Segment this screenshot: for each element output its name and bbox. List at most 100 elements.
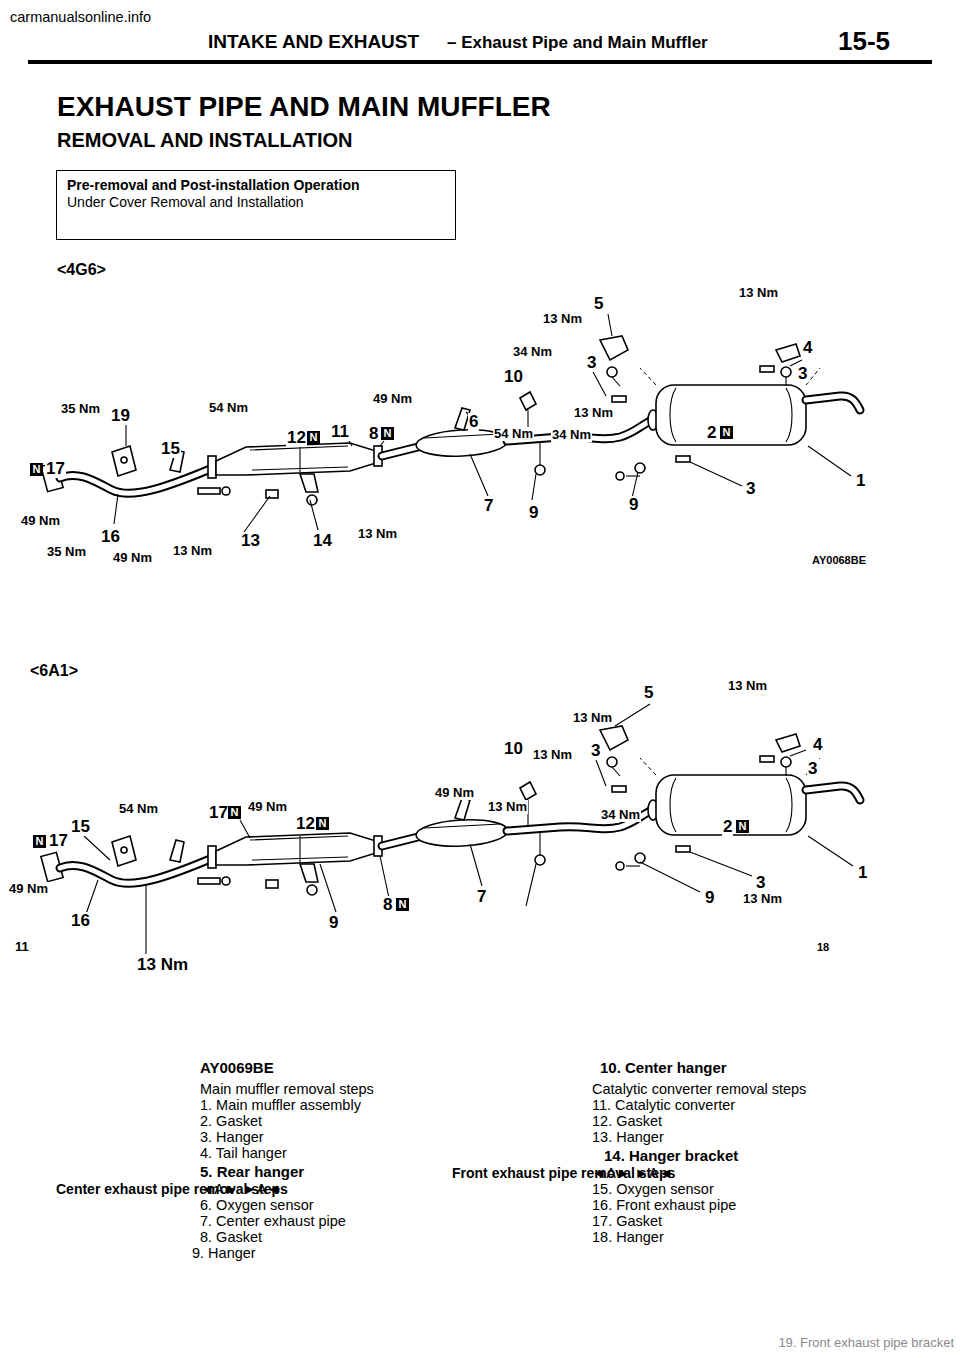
list-item: 18. Hanger xyxy=(592,1230,664,1245)
callout-number: 9 xyxy=(528,504,539,522)
callout-number: 5 xyxy=(643,684,654,702)
list-item: 12. Gasket xyxy=(592,1114,662,1129)
torque-value: 13 Nm xyxy=(727,679,768,693)
callout-number: 2 xyxy=(722,818,733,836)
torque-value: 13 Nm xyxy=(532,748,573,762)
callout-number: 7 xyxy=(483,497,494,515)
torque-value: 49 Nm xyxy=(247,800,288,814)
subheading: REMOVAL AND INSTALLATION xyxy=(57,130,353,151)
torque-value: 49 Nm xyxy=(112,551,153,565)
callout-number: 7 xyxy=(476,888,487,906)
torque-value: 13 Nm xyxy=(742,892,783,906)
callout-number: 15 xyxy=(160,440,181,458)
callout-number: 5 xyxy=(593,295,604,313)
torque-value: 34 Nm xyxy=(512,345,553,359)
list-heading: 5. Rear hanger xyxy=(200,1164,304,1180)
list-heading: 14. Hanger bracket xyxy=(604,1148,738,1164)
list-item: 9. Hanger xyxy=(192,1246,256,1261)
note-box: Pre-removal and Post-installation Operat… xyxy=(56,170,456,240)
list-item: carmanualsonline.info xyxy=(10,10,151,25)
new-part-mark: N xyxy=(316,817,329,830)
list-item: Catalytic converter removal steps xyxy=(592,1082,806,1097)
callout-number: 4 xyxy=(812,736,823,754)
callout-number: 8 xyxy=(382,896,393,914)
callout-number: 15 xyxy=(70,818,91,836)
callout-number: 17 xyxy=(208,804,229,822)
list-item: 2. Gasket xyxy=(200,1114,262,1129)
callout-number: 2 xyxy=(706,424,717,442)
callout-number: 6 xyxy=(468,413,479,431)
new-part-mark: N xyxy=(381,427,394,440)
callout-number: 19 xyxy=(110,407,131,425)
engine-variant: <6A1> xyxy=(30,663,78,680)
torque-value: 54 Nm xyxy=(493,427,534,441)
list-item: 3. Hanger xyxy=(200,1130,264,1145)
section-subheader: – Exhaust Pipe and Main Muffler xyxy=(447,34,708,52)
new-part-mark: N xyxy=(228,806,241,819)
new-part-mark: N xyxy=(396,898,409,911)
figure-code: AY0068BE xyxy=(812,555,866,567)
callout-number: 12 xyxy=(295,815,316,833)
list-heading: AY0069BE xyxy=(200,1060,274,1076)
list-item: Main muffler removal steps xyxy=(200,1082,374,1097)
callout-number: 9 xyxy=(704,889,715,907)
page-title: EXHAUST PIPE AND MAIN MUFFLER xyxy=(57,92,551,121)
torque-value: 34 Nm xyxy=(600,808,641,822)
box-heading: Pre-removal and Post-installation Operat… xyxy=(67,177,445,194)
list-item: 6. Oxygen sensor xyxy=(200,1198,314,1213)
torque-value: 49 Nm xyxy=(434,786,475,800)
callout-number: 14 xyxy=(312,532,333,550)
new-part-mark: N xyxy=(736,820,749,833)
callout-number: 10 xyxy=(503,368,524,386)
list-item: 17. Gasket xyxy=(592,1214,662,1229)
list-heading: 10. Center hanger xyxy=(600,1060,727,1076)
callout-number: 4 xyxy=(802,339,813,357)
box-body: Under Cover Removal and Installation xyxy=(67,194,445,211)
list-item: 15. Oxygen sensor xyxy=(592,1182,714,1197)
callout-number: 1 xyxy=(857,864,868,882)
new-part-mark: N xyxy=(30,463,43,476)
torque-value: 13 Nm xyxy=(487,800,528,814)
torque-value: 13 Nm xyxy=(572,711,613,725)
torque-value: 35 Nm xyxy=(46,545,87,559)
list-item: 13. Hanger xyxy=(592,1130,664,1145)
list-item: 11. Catalytic converter xyxy=(592,1098,735,1113)
callout-number: 1 xyxy=(855,472,866,490)
callout-number: 3 xyxy=(807,760,818,778)
callout-number: 17 xyxy=(48,832,69,850)
list-item: 4. Tail hanger xyxy=(200,1146,287,1161)
callout-number: 17 xyxy=(45,460,66,478)
engine-variant: <4G6> xyxy=(57,262,106,279)
list-item: 16. Front exhaust pipe xyxy=(592,1198,736,1213)
torque-value: 49 Nm xyxy=(372,392,413,406)
section-header: INTAKE AND EXHAUST xyxy=(208,32,419,52)
list-item: ◄A► ►A◄ xyxy=(200,1182,281,1197)
new-part-mark: N xyxy=(33,835,46,848)
callout-number: 3 xyxy=(745,480,756,498)
torque-value: 54 Nm xyxy=(118,802,159,816)
torque-value: 13 Nm xyxy=(542,312,583,326)
callout-number: 3 xyxy=(797,365,808,383)
torque-value: 13 Nm xyxy=(357,527,398,541)
callout-number: 9 xyxy=(628,496,639,514)
torque-value: 13 Nm xyxy=(738,286,779,300)
list-item: 7. Center exhaust pipe xyxy=(200,1214,346,1229)
watermark: 19. Front exhaust pipe bracket xyxy=(778,1336,954,1350)
callout-number: 10 xyxy=(503,740,524,758)
figure-code: 18 xyxy=(817,942,829,954)
callout-number: 12 xyxy=(286,429,307,447)
callout-number: 3 xyxy=(586,354,597,372)
list-item: 1. Main muffler assembly xyxy=(200,1098,361,1113)
callout-number: 16 xyxy=(100,528,121,546)
torque-value: 49 Nm xyxy=(20,514,61,528)
torque-value: 11 xyxy=(14,940,30,954)
callout-number: 13 Nm xyxy=(136,956,189,974)
new-part-mark: N xyxy=(307,431,320,444)
list-item: 8. Gasket xyxy=(200,1230,262,1245)
page-number: 15-5 xyxy=(838,28,890,55)
torque-value: 13 Nm xyxy=(573,406,614,420)
new-part-mark: N xyxy=(720,426,733,439)
callout-number: 3 xyxy=(755,874,766,892)
callout-number: 8 xyxy=(368,425,379,443)
